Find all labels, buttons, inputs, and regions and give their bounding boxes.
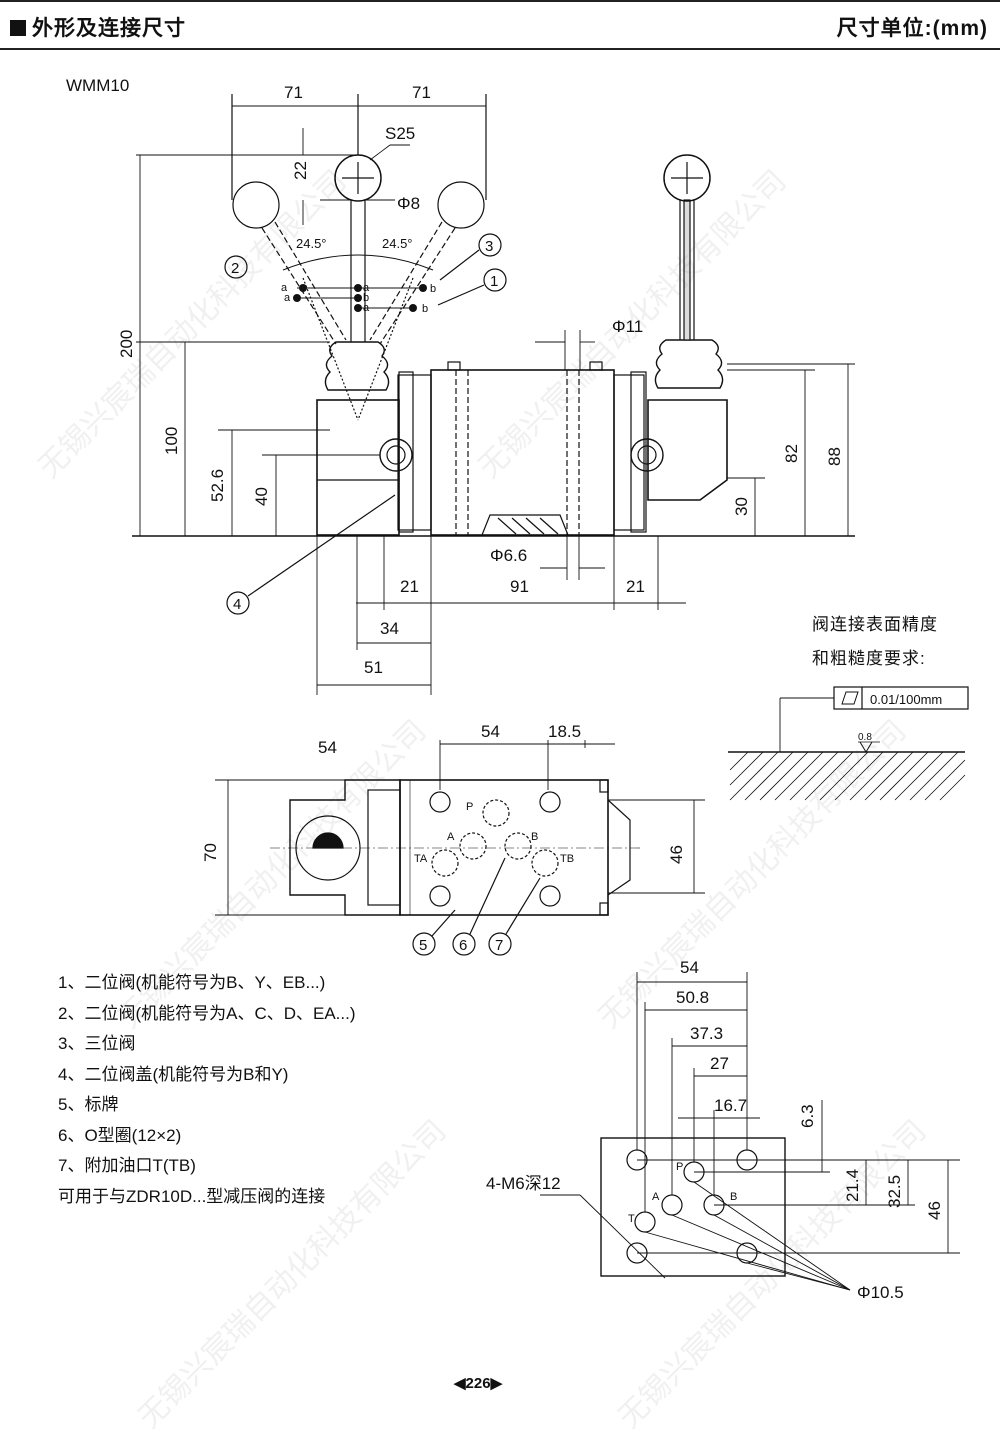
port-ta: TA: [414, 853, 428, 865]
point-label-b2: b: [430, 283, 436, 295]
surface-spec: [728, 686, 969, 753]
callout-4: 4: [226, 494, 396, 615]
point-label-b3: b: [422, 303, 428, 315]
valve-body: [397, 361, 664, 536]
point-label-a4: a: [363, 302, 370, 314]
dim-phi10-5: Φ10.5: [857, 1283, 904, 1302]
top-dimensions: [136, 105, 855, 695]
callout-3: 3: [439, 233, 502, 281]
callout-1: 1: [437, 268, 507, 306]
pattern-port-p: P: [676, 1161, 683, 1173]
dim-71-right: 71: [412, 83, 431, 102]
dim-51: 51: [364, 658, 383, 677]
pattern-port-b: B: [730, 1191, 737, 1203]
note-item: 7、附加油口T(TB): [58, 1156, 196, 1175]
dim-82: 82: [782, 444, 801, 463]
plan-view: [215, 740, 705, 916]
dim-50-8: 50.8: [676, 988, 709, 1007]
dim-32-5: 32.5: [885, 1175, 904, 1208]
svg-text:1: 1: [490, 273, 498, 290]
dim-phi8: Φ8: [397, 194, 420, 213]
point-label-a2: a: [284, 292, 291, 304]
dim-46-bottom: 46: [925, 1201, 944, 1220]
dim-34: 34: [380, 619, 399, 638]
accuracy-line-2: 和粗糙度要求:: [812, 649, 926, 668]
dim-71-left: 71: [284, 83, 303, 102]
svg-text:5: 5: [419, 937, 427, 954]
dim-18-5: 18.5: [548, 722, 581, 741]
flatness-value: 0.01/100mm: [870, 692, 942, 707]
note-item: 6、O型圈(12×2): [58, 1125, 182, 1145]
dim-s25: S25: [385, 124, 415, 143]
dim-phi11: Φ11: [612, 317, 643, 336]
note-item: 5、标牌: [58, 1095, 119, 1114]
callout-5: 5: [412, 909, 456, 956]
dim-27: 27: [710, 1054, 729, 1073]
point-label-a: a: [281, 282, 288, 294]
dim-46-mid: 46: [667, 845, 686, 864]
dim-40: 40: [252, 487, 271, 506]
dim-21-right: 21: [626, 577, 645, 596]
hatch-surface: [729, 751, 966, 801]
right-handle-housing: [630, 154, 728, 533]
note-item: 3、三位阀: [58, 1034, 136, 1053]
section-title-text: 外形及连接尺寸: [32, 17, 186, 40]
callout-2: 2: [224, 255, 248, 279]
dim-200: 200: [117, 330, 136, 358]
dim-angle-left: 24.5°: [296, 236, 327, 251]
section-title: 外形及连接尺寸: [10, 12, 186, 42]
left-lever: [231, 94, 487, 421]
pattern-port-a: A: [652, 1191, 660, 1203]
dim-100: 100: [162, 427, 181, 455]
square-bullet-icon: [10, 20, 26, 36]
svg-text:7: 7: [495, 937, 503, 954]
note-item: 2、二位阀(机能符号为A、C、D、EA...): [58, 1003, 356, 1023]
dim-6-3: 6.3: [798, 1104, 817, 1128]
page-header: 外形及连接尺寸 尺寸单位:(mm): [0, 0, 1000, 50]
accuracy-line-1: 阀连接表面精度: [812, 615, 938, 634]
model-label: WMM10: [66, 76, 129, 95]
dim-54-ports: 54: [481, 722, 500, 741]
port-tb: TB: [560, 853, 574, 865]
dim-91: 91: [510, 577, 529, 596]
port-a: A: [447, 831, 455, 843]
port-p: P: [466, 801, 473, 813]
dim-88: 88: [825, 447, 844, 466]
dim-21-left: 21: [400, 577, 419, 596]
point-label-b: b: [363, 292, 369, 304]
unit-label: 尺寸单位:(mm): [836, 17, 988, 40]
roughness-value: 0.8: [858, 732, 872, 743]
callout-7: 7: [488, 877, 541, 956]
left-handle-housing: [316, 341, 414, 536]
dim-70: 70: [201, 843, 220, 862]
note-item: 4、二位阀盖(机能符号为B和Y): [58, 1064, 289, 1084]
dim-54-bottom: 54: [680, 958, 699, 977]
legend-notes: 1、二位阀(机能符号为B、Y、EB...) 2、二位阀(机能符号为A、C、D、E…: [58, 968, 356, 1212]
dim-22: 22: [291, 161, 310, 180]
dimension-drawing: WMM10 a a a b a: [66, 76, 969, 1302]
dim-37-3: 37.3: [690, 1024, 723, 1043]
page-number: ◀226▶: [454, 1375, 503, 1392]
dim-30: 30: [732, 497, 751, 516]
dim-angle-right: 24.5°: [382, 236, 413, 251]
dim-52-6: 52.6: [208, 469, 227, 502]
svg-text:2: 2: [231, 260, 239, 277]
accuracy-note: 阀连接表面精度 和粗糙度要求:: [812, 608, 938, 676]
thread-spec: 4-M6深12: [486, 1174, 561, 1193]
pattern-port-t: T: [628, 1213, 635, 1225]
svg-text:4: 4: [233, 596, 241, 613]
dim-21-4: 21.4: [843, 1169, 862, 1202]
mounting-pattern: [540, 972, 960, 1291]
svg-text:6: 6: [459, 937, 467, 954]
dim-54-mid: 54: [318, 738, 337, 757]
dim-phi6-6: Φ6.6: [490, 546, 527, 565]
point-label-a3: a: [363, 282, 370, 294]
note-item: 1、二位阀(机能符号为B、Y、EB...): [58, 973, 326, 992]
note-item: 可用于与ZDR10D...型减压阀的连接: [58, 1186, 326, 1206]
callout-6: 6: [452, 857, 506, 956]
dim-16-7: 16.7: [714, 1096, 747, 1115]
svg-text:3: 3: [485, 238, 493, 255]
port-b: B: [531, 831, 538, 843]
